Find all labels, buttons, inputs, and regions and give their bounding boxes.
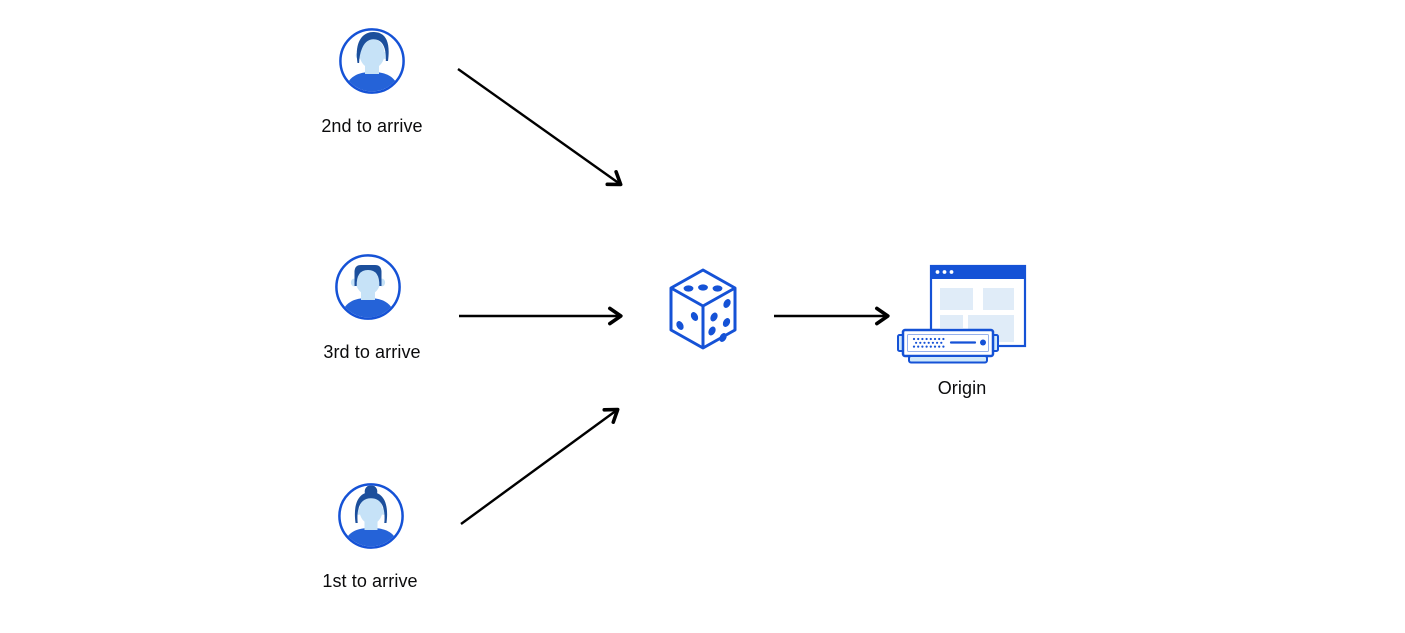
origin-label: Origin [937,378,987,398]
origin-server-icon [897,264,1027,364]
arrow-client2-to-dice [457,68,623,187]
client-label: 3rd to arrive [323,342,421,362]
avatar-man-flattop-icon [335,254,401,320]
server-vent-dots [912,337,945,348]
dice-icon [669,268,737,350]
client-2nd-to-arrive: 2nd to arrive [321,27,423,136]
avatar-man-quiff-icon [339,28,405,94]
client-label: 2nd to arrive [321,116,423,136]
avatar-woman-bun-icon [338,483,404,549]
origin: Origin [895,262,1029,398]
client-1st-to-arrive: 1st to arrive [322,482,418,591]
arrow-client1-to-dice [460,407,620,525]
client-3rd-to-arrive: 3rd to arrive [323,253,421,362]
client-label: 1st to arrive [322,571,418,591]
random-selector [665,266,741,357]
